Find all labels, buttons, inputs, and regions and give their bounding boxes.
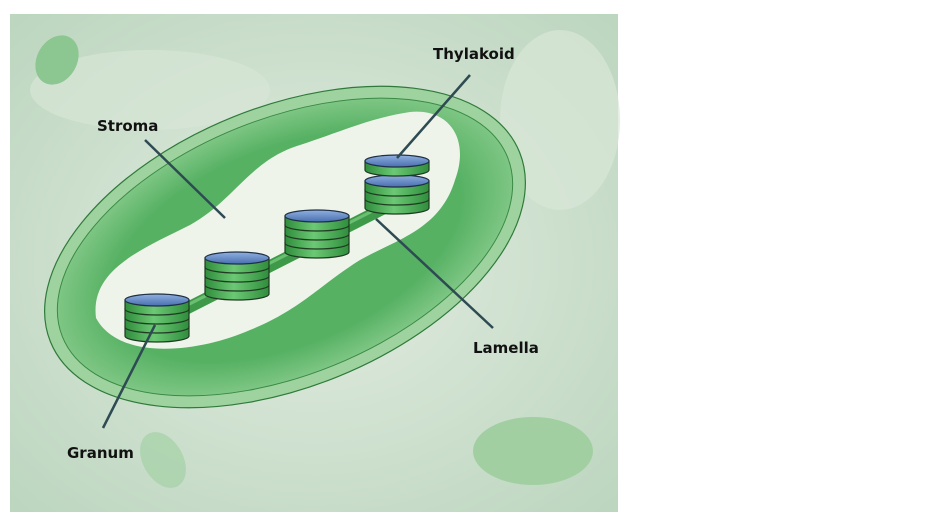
lamella [154, 194, 406, 328]
granum-pointer [101, 324, 157, 429]
organelle-blob [140, 432, 186, 488]
thylakoid-disc-top [124, 293, 190, 307]
pointer-lines [101, 74, 494, 429]
granum-stack [284, 209, 350, 259]
stroma-pointer [144, 139, 226, 219]
label-thylakoid: Thylakoid [433, 45, 515, 63]
granum-stack [124, 293, 190, 343]
thylakoid-disc-top [284, 209, 350, 223]
thylakoid-disc-top [364, 174, 430, 188]
thylakoid-disc-top [364, 154, 430, 168]
label-stroma: Stroma [97, 117, 158, 135]
lamella-pointer [375, 218, 494, 329]
thylakoid-disc [364, 154, 430, 177]
label-lamella: Lamella [473, 339, 539, 357]
thylakoid-disc-top [204, 251, 270, 265]
organelle-blob [473, 417, 593, 485]
label-granum: Granum [67, 444, 134, 462]
thylakoid-pointer [396, 74, 471, 159]
granum-stack [364, 174, 430, 215]
granum-stack [204, 251, 270, 301]
organelle-blob [35, 35, 79, 85]
